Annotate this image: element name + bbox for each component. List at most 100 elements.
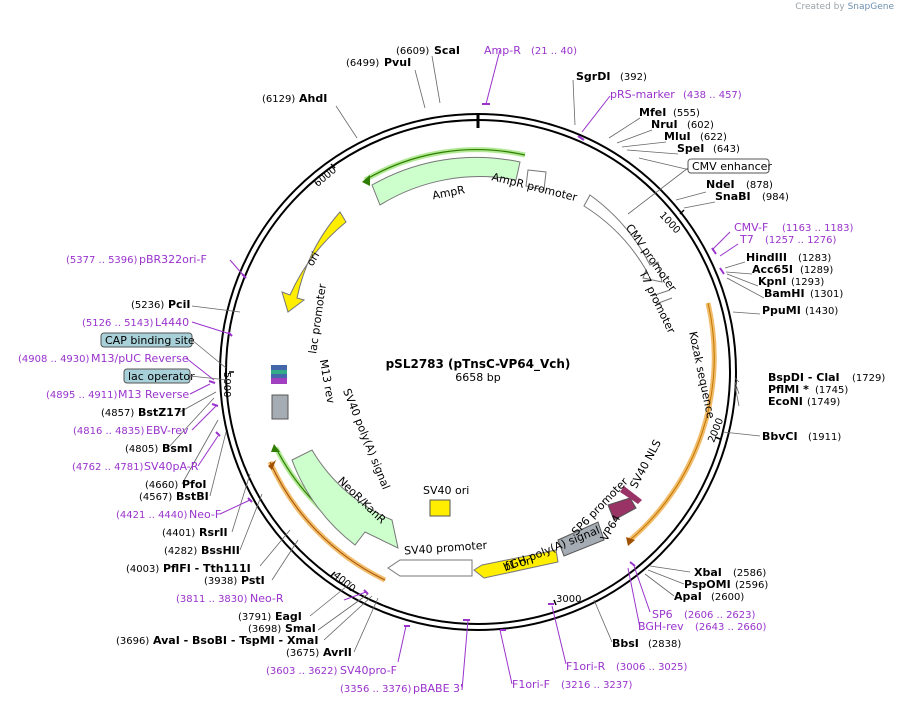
cap-binding-leader [191,339,227,369]
enzyme-name-21: ApaI [674,590,702,603]
enzyme-pos-18: (1911) [808,432,841,443]
enzyme-name-18: BbvCI [762,430,798,443]
sv40-polya-feature [271,394,289,420]
lac-operator-label: lac operator [128,370,195,383]
primer-range-7: (3216 .. 3237) [561,680,633,691]
primer-range-14: (4895 .. 4911) [46,390,118,401]
primer-name-15: M13/pUC Reverse [91,352,189,365]
green-arrowhead-amp [362,175,370,186]
orange-highlight-right-core [629,302,715,541]
label-m13-rev: M13 rev [317,358,338,405]
enzyme-name-35: AvrII [323,646,352,659]
cmv-enhancer-leader [627,167,689,215]
sv40-promoter-feature [387,559,473,577]
tick-label-5000: 5000 [221,372,232,397]
enzyme-pos-25: (4805) [125,444,158,455]
tick-label-6000: 6000 [312,165,339,190]
primer-range-11: (4421 .. 4440) [116,510,188,521]
enzyme-pos-15: (1729) [852,373,885,384]
primer-range-12: (4762 .. 4781) [72,462,144,473]
enzyme-pos-30: (4003) [126,564,159,575]
plasmid-name: pSL2783 (pTnsC-VP64_Vch) [386,357,571,372]
tick-marks [229,163,721,606]
enzyme-pos-14: (1430) [805,306,838,317]
nls-feature [607,497,637,521]
enzyme-name-13: BamHI [764,287,805,300]
orange-arrowhead-left [268,460,276,470]
cmv-enhancer-box [687,158,770,174]
orange-arrowhead-right [626,537,635,546]
enzyme-pos-3: (392) [620,72,647,83]
enzyme-pos-17: (1749) [807,397,840,408]
enzyme-name-12: KpnI [758,275,786,288]
primer-name-8: pBABE 3' [413,682,463,695]
label-sv40-nls: SV40 NLS [627,437,664,490]
enzyme-name-23: PciI [168,298,190,311]
enzyme-pos-10: (1283) [798,253,831,264]
primer-name-14: M13 Reverse [118,388,189,401]
enzyme-pos-11: (1289) [800,265,833,276]
ampr-feature [371,156,521,206]
primer-range-15: (4908 .. 4930) [18,354,90,365]
tick-label-1000: 1000 [657,210,682,236]
credit-prefix: Created by [795,2,845,12]
enzyme-name-14: PpuMI [762,304,801,317]
label-ori: ori [304,250,322,269]
primer-name-5: BGH-rev [638,620,684,633]
cap-binding-label: CAP binding site [105,334,195,347]
leader-lines [167,55,765,653]
enzyme-name-31: PstI [241,574,265,587]
t7-promoter-mark [651,289,671,297]
tick-label-3000: 3000 [556,594,581,605]
enzyme-name-27: BstBI [176,490,209,503]
primer-leaders [185,49,739,691]
enzyme-name-25: BsmI [162,442,193,455]
enzyme-name-10: HindIII [746,251,787,264]
label-f1-ori: f1 ori [504,554,535,573]
enzyme-name-33: SmaI [285,622,316,635]
enzyme-name-22: BbsI [612,637,639,650]
ampr-promoter-feature [525,169,547,191]
label-sv40-ori: SV40 ori [423,484,469,497]
enzyme-name-4: MfeI [639,106,666,119]
enzyme-pos-21: (2600) [711,592,744,603]
enzyme-pos-22: (2838) [648,639,681,650]
enzyme-pos-8: (878) [746,180,773,191]
orange-highlight-left-core [269,461,386,581]
enzyme-name-19: XbaI [694,566,722,579]
enzyme-name-1: PvuI [384,56,411,69]
enzyme-name-3: SgrDI [576,70,610,83]
enzyme-pos-13: (1301) [810,289,843,300]
enzyme-pos-34: (3696) [116,636,149,647]
enzyme-pos-16: (1745) [815,385,848,396]
primer-range-13: (4816 .. 4835) [73,426,145,437]
label-bgh-polya: bGH poly(A) signal [501,524,601,575]
enzyme-name-7: SpeI [677,142,704,155]
primer-name-12: SV40pA-R [144,460,199,473]
primer-name-2: CMV-F [734,221,768,234]
lac-marks-low [271,378,287,384]
primer-marks [208,103,725,631]
lac-marks-mid [271,370,287,374]
primer-range-9: (3603 .. 3622) [266,666,338,677]
primer-name-13: EBV-rev [146,424,189,437]
primer-name-7: F1ori-F [512,678,550,691]
enzyme-pos-6: (622) [700,132,727,143]
snapgene-credit: Created by SnapGene [795,2,894,12]
primer-name-6: F1ori-R [566,660,606,673]
enzyme-name-5: NruI [651,118,678,131]
nls-arrow [620,486,642,504]
primer-range-2: (1163 .. 1183) [782,223,854,234]
enzyme-pos-24: (4857) [101,408,134,419]
enzyme-pos-35: (3675) [286,648,319,659]
enzyme-pos-29: (4282) [164,546,197,557]
enzyme-pos-2: (6129) [262,94,295,105]
enzyme-name-26: PfoI [182,478,207,491]
green-arrowhead-neo [271,444,280,452]
primer-range-6: (3006 .. 3025) [616,662,688,673]
primer-range-5: (2643 .. 2660) [695,622,767,633]
enzyme-name-6: MluI [664,130,691,143]
enzyme-pos-4: (555) [673,108,700,119]
ori-feature [281,211,347,313]
